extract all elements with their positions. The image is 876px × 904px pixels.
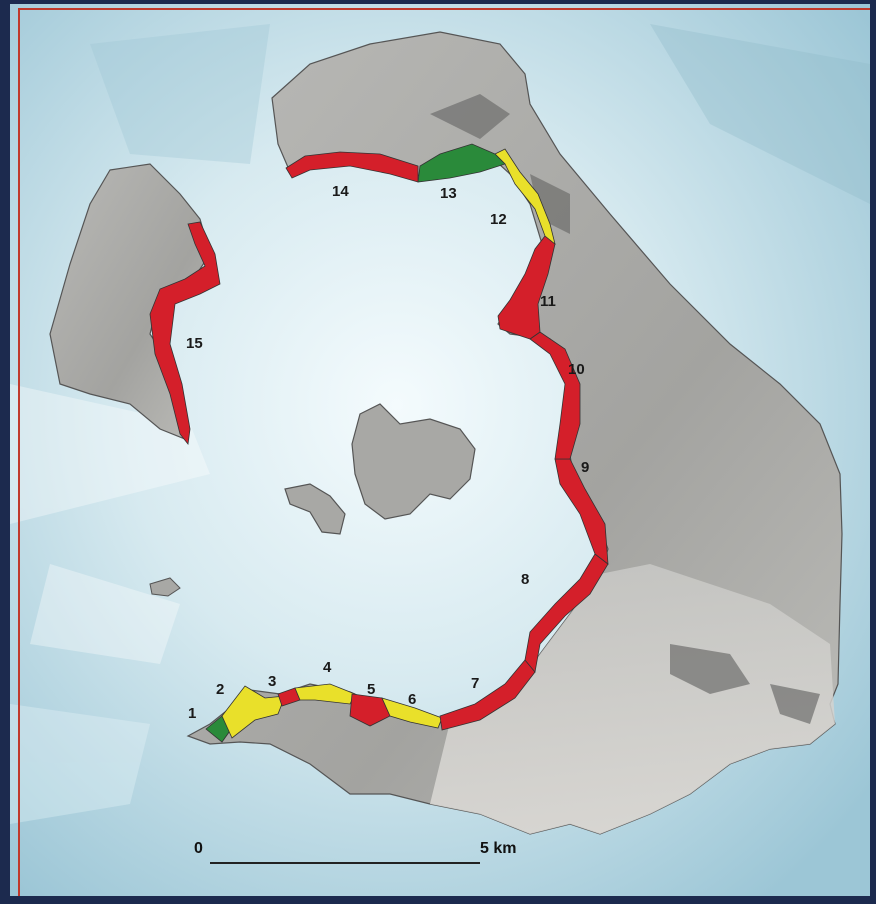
south-plain [430,564,835,834]
palea-kameni-island [284,483,346,535]
segment-6-line[interactable] [381,697,443,729]
segment-15-label: 15 [186,335,203,352]
segment-14-label: 14 [332,183,349,200]
segment-5-label: 5 [367,681,375,698]
segment-11-line[interactable] [497,235,556,340]
segment-6-label: 6 [408,691,416,708]
cliff-segments [149,143,609,743]
segment-2-label: 2 [216,681,224,698]
segment-5-line[interactable] [349,693,391,727]
scale-end-label: 5 km [480,840,516,857]
segment-14-line[interactable] [285,151,419,183]
segment-12-label: 12 [490,211,507,228]
segment-10-label: 10 [568,361,585,378]
segment-9-label: 9 [581,459,589,476]
segment-11-label: 11 [540,293,556,310]
map-canvas: 1 2 3 4 5 6 7 8 9 10 11 12 13 14 15 0 5 … [10,4,870,896]
segment-15-line[interactable] [149,221,221,445]
aspronisi-islet [149,577,181,597]
scale-start-label: 0 [194,840,203,857]
nea-kameni-island [351,403,476,520]
segment-13-label: 13 [440,185,457,202]
segment-labels: 1 2 3 4 5 6 7 8 9 10 11 12 13 14 15 [186,183,589,722]
sea-texture [10,24,870,824]
segment-8-label: 8 [521,571,529,588]
segment-7-label: 7 [471,675,479,692]
segment-4-line[interactable] [294,683,356,705]
segment-4-label: 4 [323,659,332,676]
segment-3-label: 3 [268,673,276,690]
segment-12-line[interactable] [494,148,556,246]
segment-1-label: 1 [188,705,196,722]
scale-bar: 0 5 km [194,840,516,864]
